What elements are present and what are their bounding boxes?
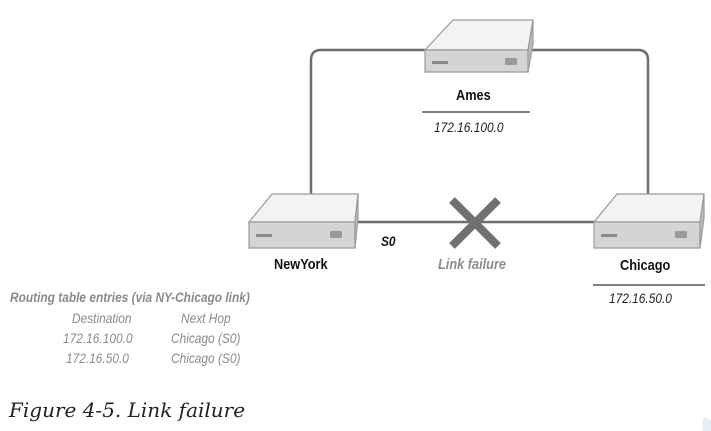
routing-table-row-1-nexthop: Chicago (S0)	[171, 330, 241, 346]
link-ames-chicago	[523, 48, 650, 196]
interface-s0-label: S0	[381, 233, 396, 249]
link-newyork-ames	[309, 48, 436, 196]
router-newyork-icon	[247, 193, 359, 249]
router-chicago-label: Chicago	[620, 257, 671, 274]
router-ames-network: 172.16.100.0	[434, 119, 504, 135]
routing-table-row-2-nexthop: Chicago (S0)	[171, 350, 241, 366]
routing-table-title: Routing table entries (via NY-Chicago li…	[10, 289, 250, 305]
routing-table-header-destination: Destination	[72, 310, 132, 326]
routing-table-row-2-destination: 172.16.50.0	[66, 350, 129, 366]
routing-table-header-nexthop: Next Hop	[181, 310, 231, 326]
link-failure-label: Link failure	[438, 256, 507, 273]
router-chicago-icon	[592, 193, 705, 249]
page-corner-decoration	[702, 417, 711, 431]
router-ames-label: Ames	[456, 87, 491, 104]
router-newyork-label: NewYork	[274, 256, 328, 273]
link-failure-x-icon	[449, 197, 501, 249]
router-chicago-network: 172.16.50.0	[609, 290, 672, 306]
routing-table-row-1-destination: 172.16.100.0	[63, 330, 133, 346]
router-ames-icon	[423, 19, 534, 73]
figure-caption: Figure 4-5. Link failure	[9, 398, 246, 422]
